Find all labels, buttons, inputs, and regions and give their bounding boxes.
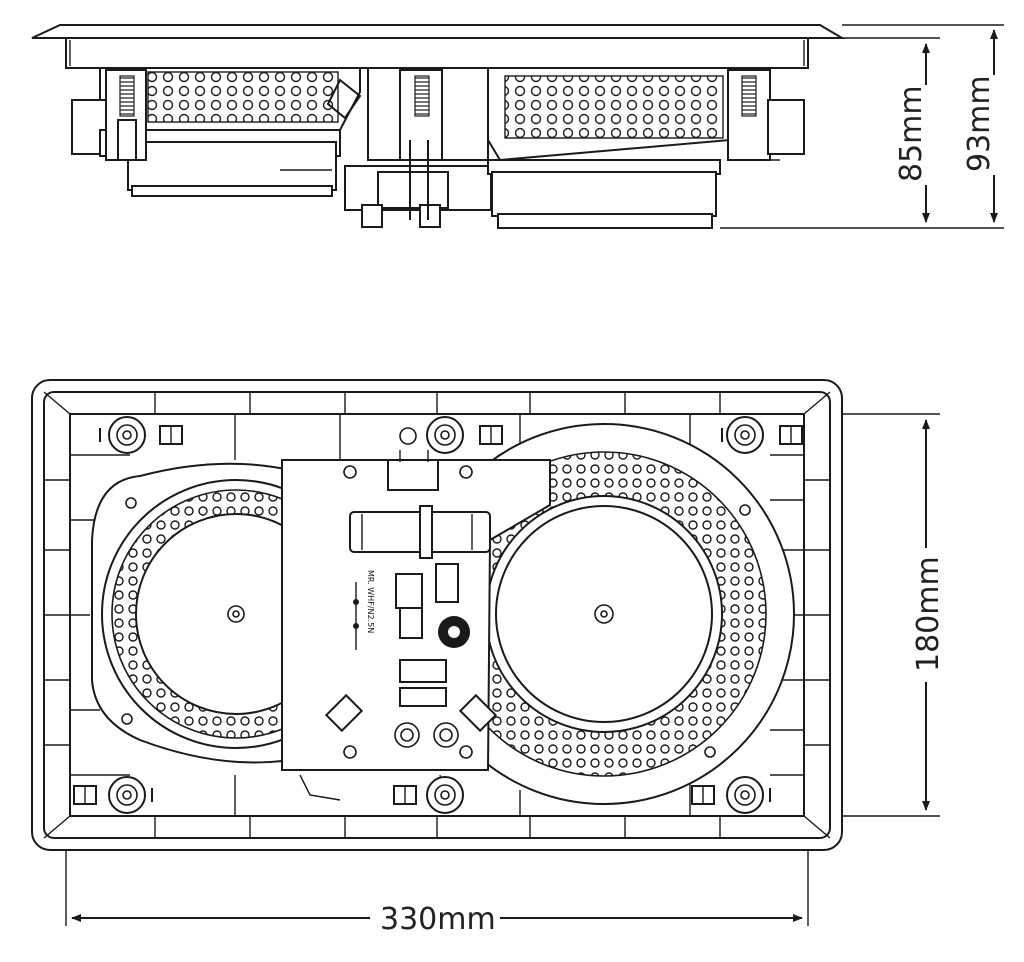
inner-depth-label: 85mm (894, 85, 929, 182)
resistor-a (395, 573, 423, 609)
total-depth-label: 93mm (962, 75, 997, 172)
component-e (399, 687, 447, 707)
screw-top-right (721, 416, 803, 454)
side-grille-frame (65, 37, 809, 69)
pcb-connector (399, 427, 417, 445)
screw-top-left (99, 416, 183, 454)
mounting-screws (73, 416, 803, 814)
depth-dimensions: 85mm 93mm (720, 24, 1004, 229)
component-d (399, 659, 447, 683)
crossover-board: MR. WHF/N2.5N (281, 427, 551, 801)
height-label: 180mm (911, 556, 946, 672)
height-dimension: 180mm (842, 413, 946, 817)
front-view: MR. WHF/N2.5N (31, 379, 946, 938)
component-top (387, 459, 439, 491)
width-label: 330mm (380, 902, 496, 937)
frame-ribs (44, 392, 830, 838)
pcb-label: MR. WHF/N2.5N (366, 570, 375, 633)
screw-bottom-left (73, 776, 153, 814)
side-flange-top (31, 24, 846, 39)
side-center-crossover (344, 67, 492, 228)
screw-bottom-center (393, 776, 464, 814)
outer-frame (31, 379, 843, 851)
screw-top-center (426, 416, 503, 454)
width-dimension: 330mm (65, 850, 809, 938)
side-right-driver (487, 67, 805, 229)
resistor-b (399, 607, 423, 639)
side-view: 85mm 93mm (31, 24, 1004, 229)
screw-bottom-right (691, 776, 771, 814)
side-left-driver (71, 67, 362, 197)
resistor-c (435, 563, 459, 603)
